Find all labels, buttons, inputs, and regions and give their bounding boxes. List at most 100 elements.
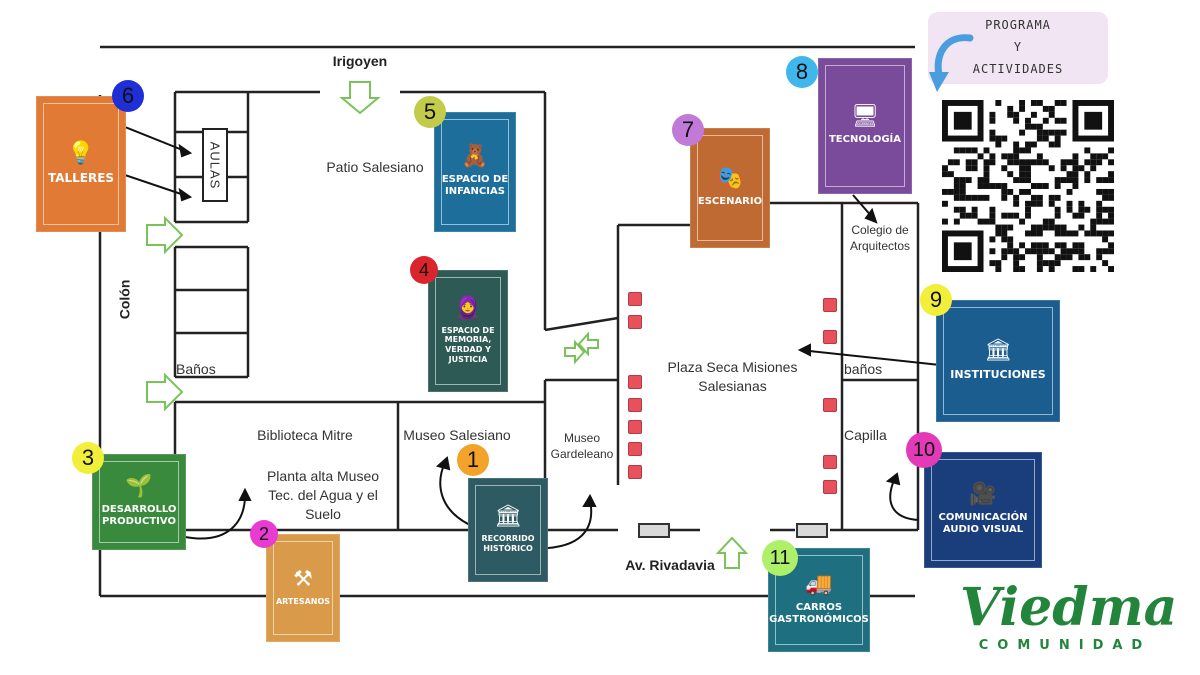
qr-module <box>989 111 996 118</box>
qr-module <box>1060 165 1067 172</box>
qr-module <box>1019 147 1026 154</box>
qr-module <box>953 177 960 184</box>
qr-module <box>959 212 966 219</box>
station-badge-3: 3 <box>72 442 104 474</box>
qr-module <box>1025 141 1031 148</box>
qr-code-icon[interactable] <box>940 100 1116 272</box>
station-card-9[interactable]: 🏛 INSTITUCIONES <box>936 300 1060 422</box>
qr-module <box>965 212 972 219</box>
qr-module <box>1108 212 1114 219</box>
qr-module <box>1108 188 1114 195</box>
station-card-1[interactable]: 🏛 RECORRIDO HISTÓRICO <box>468 478 548 582</box>
qr-module <box>1096 230 1103 237</box>
qr-module <box>1042 135 1049 142</box>
qr-module <box>1102 248 1109 255</box>
qr-module <box>977 194 984 201</box>
qr-module <box>977 218 984 225</box>
qr-module <box>1030 141 1037 148</box>
station-label: INSTITUCIONES <box>950 368 1046 382</box>
area-colegio-arquitectos: Colegio de Arquitectos <box>849 223 911 254</box>
station-card-4[interactable]: 🧕 ESPACIO DE MEMORIA, VERDAD Y JUSTICIA <box>428 270 508 392</box>
program-line-2: Y <box>1013 40 1023 54</box>
qr-module <box>1072 165 1079 172</box>
qr-module <box>1013 194 1020 201</box>
qr-module <box>1036 230 1043 237</box>
qr-module <box>1078 254 1085 261</box>
qr-module <box>1054 117 1061 124</box>
qr-module <box>1066 200 1073 207</box>
qr-module <box>1013 117 1020 124</box>
station-card-2[interactable]: ⚒ ARTESANOS <box>266 534 340 642</box>
qr-module <box>1007 224 1014 231</box>
qr-module <box>942 171 948 178</box>
program-box[interactable]: PROGRAMA Y ACTIVIDADES <box>928 12 1108 84</box>
station-label: ESPACIO DE MEMORIA, VERDAD Y JUSTICIA <box>441 325 495 364</box>
qr-module <box>1019 188 1026 195</box>
stand-marker <box>823 480 837 494</box>
qr-module <box>1001 224 1008 231</box>
qr-module <box>1090 218 1097 225</box>
station-card-8[interactable]: 🖥 TECNOLOGÍA <box>818 58 912 194</box>
qr-module <box>1048 105 1055 112</box>
station-card-7[interactable]: 🎭 ESCENARIO <box>690 128 770 248</box>
street-colon: Colón <box>116 279 133 320</box>
qr-module <box>1013 200 1020 207</box>
qr-module <box>1042 242 1049 249</box>
qr-module <box>1066 230 1073 237</box>
qr-module <box>959 206 966 213</box>
qr-module <box>1096 153 1103 160</box>
stand-marker <box>628 465 642 479</box>
qr-module <box>1078 266 1085 272</box>
qr-module <box>1013 260 1020 267</box>
qr-module <box>1030 123 1037 130</box>
area-planta-alta: Planta alta Museo Tec. del Agua y el Sue… <box>266 468 380 522</box>
qr-module <box>1072 153 1079 160</box>
qr-module <box>1096 159 1103 166</box>
qr-module <box>995 260 1002 267</box>
qr-module <box>959 188 966 195</box>
qr-module <box>1001 236 1008 243</box>
qr-module <box>971 212 978 219</box>
qr-module <box>989 159 996 166</box>
area-museo-gardeleano: Museo Gardeleano <box>550 431 614 462</box>
station-label: TECNOLOGÍA <box>828 134 902 145</box>
qr-module <box>1036 224 1043 231</box>
camera-icon: 🎥 <box>969 482 997 507</box>
qr-module <box>1007 171 1014 178</box>
qr-module <box>1054 183 1061 189</box>
qr-module <box>1096 177 1103 184</box>
qr-module <box>965 159 972 166</box>
plant-chart-icon: 🌱 <box>125 474 153 499</box>
qr-module <box>1019 177 1026 184</box>
stand-marker <box>628 292 642 306</box>
qr-module <box>1025 123 1031 130</box>
station-card-5[interactable]: 🧸 ESPACIO DE INFANCIAS <box>434 112 516 232</box>
qr-module <box>1072 159 1079 166</box>
qr-module <box>989 212 996 219</box>
qr-module <box>1001 135 1008 142</box>
qr-module <box>1054 135 1061 142</box>
qr-module <box>1054 129 1061 136</box>
qr-module <box>983 183 990 189</box>
station-card-6[interactable]: 💡 TALLERES <box>36 96 126 232</box>
qr-module <box>989 135 996 142</box>
qr-module <box>965 177 972 184</box>
qr-module <box>989 206 996 213</box>
qr-module <box>1036 100 1043 106</box>
qr-module <box>1042 129 1049 136</box>
station-badge-2: 2 <box>250 520 278 548</box>
food-truck-icon: 🚚 <box>805 572 833 597</box>
qr-module <box>1090 230 1097 237</box>
qr-module <box>995 100 1002 106</box>
qr-module <box>1025 212 1031 219</box>
qr-module <box>1090 159 1097 166</box>
station-card-10[interactable]: 🎥 COMUNICACIÓN AUDIO VISUAL <box>924 452 1042 568</box>
qr-module <box>953 206 960 213</box>
station-badge-11: 11 <box>762 540 798 576</box>
qr-module <box>1048 200 1055 207</box>
station-card-3[interactable]: 🌱 DESARROLLO PRODUCTIVO <box>92 454 186 550</box>
aulas-label: AULAS <box>207 141 223 189</box>
qr-module <box>971 165 978 172</box>
street-irigoyen: Irigoyen <box>332 53 388 69</box>
qr-module <box>1007 242 1014 249</box>
